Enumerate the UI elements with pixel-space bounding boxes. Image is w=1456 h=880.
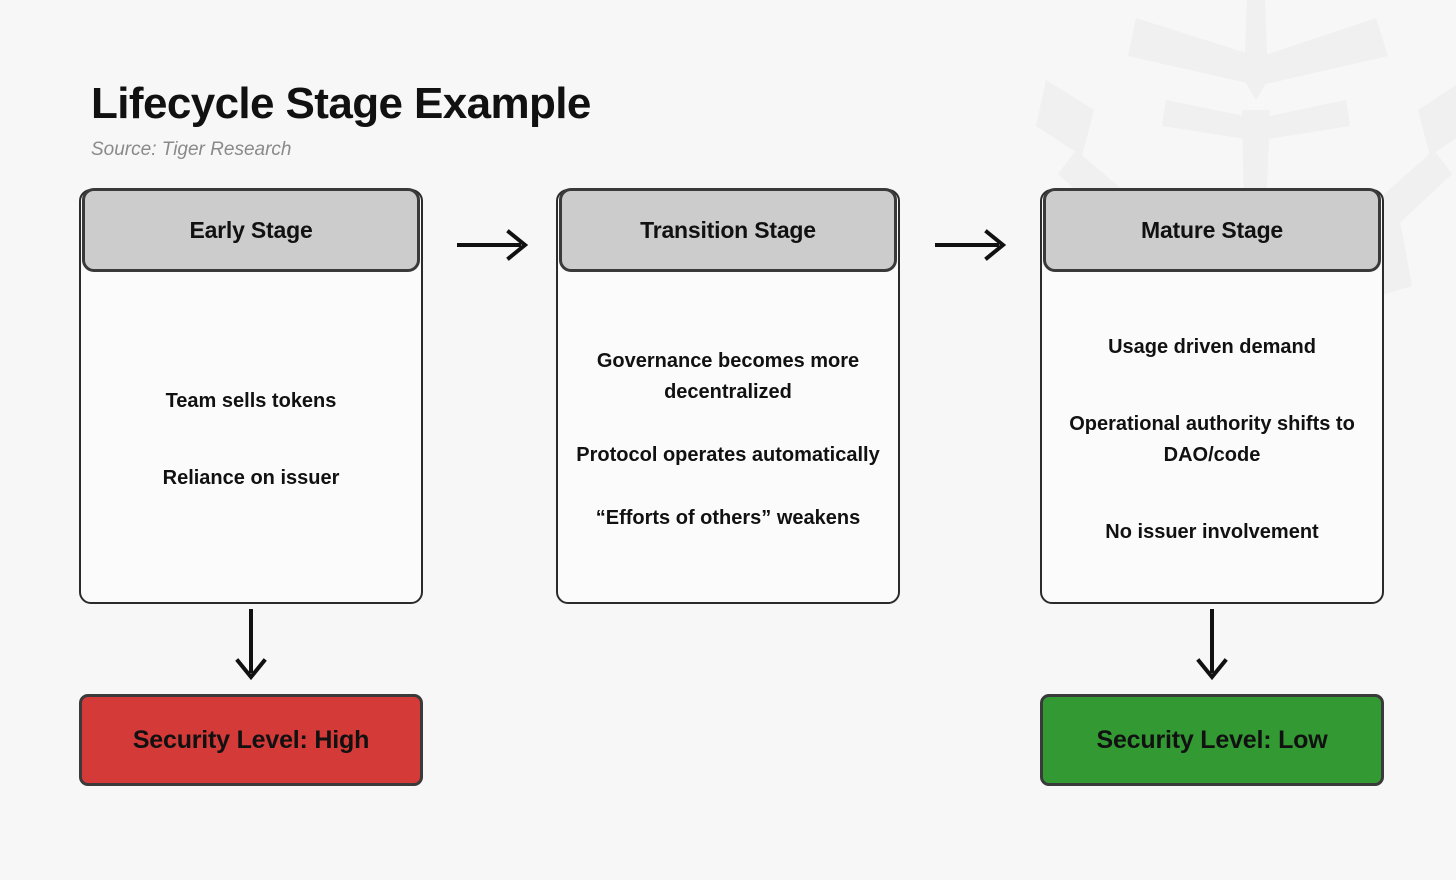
arrow-down-icon [1196, 609, 1228, 681]
stage-item: Protocol operates automatically [576, 443, 880, 466]
stage-item-list: Governance becomes more decentralized Pr… [556, 275, 900, 604]
stage-item: “Efforts of others” weakens [595, 506, 861, 529]
stage-card-title: Early Stage [189, 216, 313, 243]
stage-item: Team sells tokens [165, 389, 337, 412]
header-block: Lifecycle Stage Example Source: Tiger Re… [91, 80, 591, 161]
stage-item-list: Team sells tokens Reliance on issuer [79, 275, 423, 604]
stage-item: Usage driven demand [1108, 335, 1316, 358]
stage-card-early: Team sells tokens Reliance on issuer Ear… [79, 188, 423, 604]
stage-item: Operational authority shifts to DAO/code [1069, 412, 1355, 466]
stage-item-list: Usage driven demand Operational authorit… [1040, 275, 1384, 604]
page-title: Lifecycle Stage Example [91, 79, 591, 128]
stage-card-header: Mature Stage [1043, 188, 1381, 272]
status-badge-security-high: Security Level: High [79, 694, 423, 786]
stage-card-title: Transition Stage [640, 216, 816, 243]
arrow-right-icon [935, 229, 1007, 261]
status-badge-security-low: Security Level: Low [1040, 694, 1384, 786]
stage-item: Governance becomes more decentralized [596, 349, 860, 403]
source-attribution: Source: Tiger Research [91, 138, 292, 160]
stage-card-transition: Governance becomes more decentralized Pr… [556, 188, 900, 604]
stage-item: Reliance on issuer [162, 466, 340, 489]
stage-card-title: Mature Stage [1140, 216, 1284, 243]
stage-card-header: Early Stage [82, 188, 420, 272]
stage-item: No issuer involvement [1105, 520, 1319, 543]
arrow-right-icon [457, 229, 529, 261]
status-badge-label: Security Level: High [132, 725, 370, 754]
status-badge-label: Security Level: Low [1096, 725, 1328, 754]
stage-card-header: Transition Stage [559, 188, 897, 272]
arrow-down-icon [235, 609, 267, 681]
stage-card-mature: Usage driven demand Operational authorit… [1040, 188, 1384, 604]
